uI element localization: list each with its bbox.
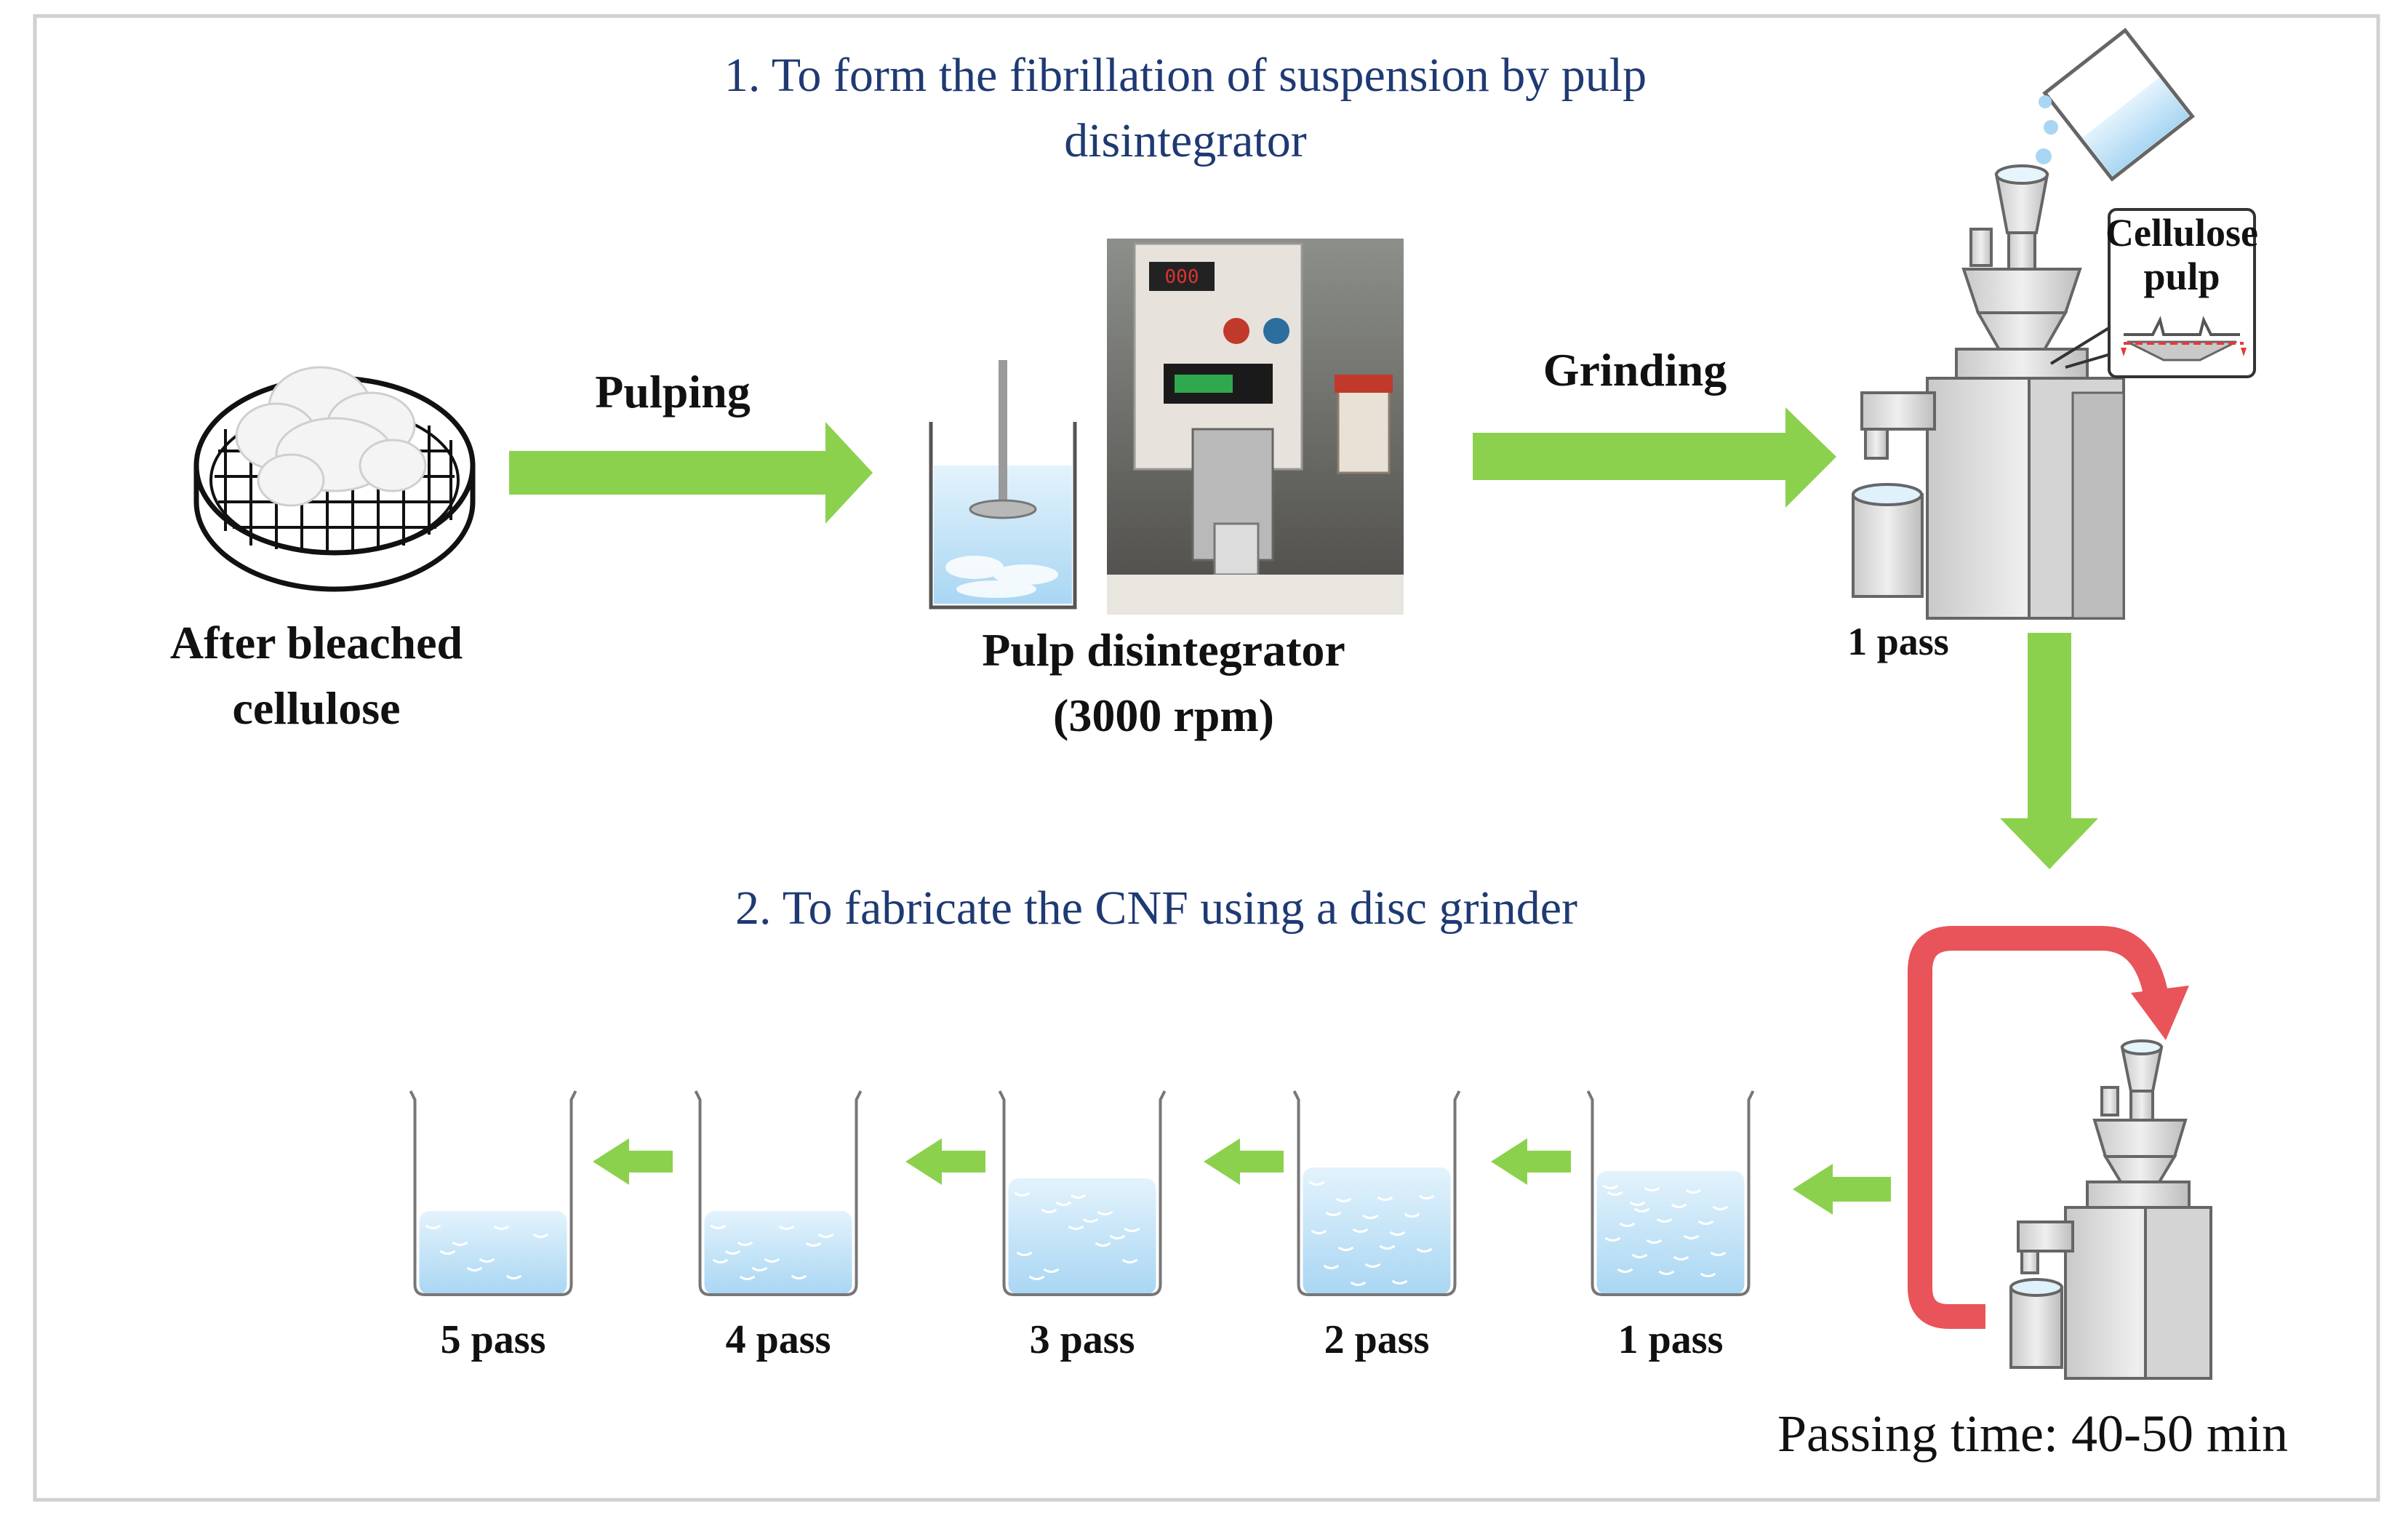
- disintegrator-label-line1: Pulp disintegrator: [982, 624, 1345, 676]
- pass-arrow-2: [905, 1138, 985, 1185]
- passing-time-label: Passing time: 40-50 min: [1777, 1405, 2288, 1463]
- disintegrator-label-line2: (3000 rpm): [1053, 690, 1274, 741]
- pass-label-3: 3 pass: [1030, 1317, 1135, 1362]
- beaker-2: [694, 1090, 863, 1296]
- after-bleached-label-line2: cellulose: [232, 682, 400, 734]
- output-arrow-icon: [1793, 1164, 1891, 1215]
- pass-arrows: [593, 1138, 1571, 1185]
- pouring-beaker-icon: [2036, 28, 2195, 182]
- pass-label-4: 2 pass: [1324, 1317, 1430, 1362]
- section1-title-line1: 1. To form the fibrillation of suspensio…: [724, 49, 1647, 102]
- cellulose-pulp-inset: [2108, 208, 2256, 378]
- disc-grinder-icon: [1852, 164, 2153, 620]
- pass-arrow-1: [593, 1138, 673, 1185]
- stirred-beaker-icon: [929, 360, 1077, 610]
- beaker-5: [1586, 1090, 1755, 1296]
- beaker-1: [409, 1090, 577, 1296]
- pass-beakers: 5 pass 4 pass 3 pass 2 pass 1 pass: [409, 1090, 1755, 1362]
- inset-label-line1: Cellulose: [2105, 211, 2258, 255]
- after-bleached-label-line1: After bleached: [170, 617, 463, 668]
- petri-dish-icon: [193, 366, 476, 592]
- beaker-3: [998, 1090, 1167, 1296]
- section1-title-line2: disintegrator: [1064, 114, 1307, 167]
- disc-grinder-small-icon: [2009, 1039, 2212, 1380]
- grinding-label: Grinding: [1543, 344, 1727, 396]
- recirculation-loop-icon: [1908, 926, 2189, 1329]
- pulping-label: Pulping: [595, 366, 750, 418]
- pass-label-5: 1 pass: [1618, 1317, 1724, 1362]
- pass-arrow-4: [1491, 1138, 1571, 1185]
- pulp-disintegrator-photo: 000: [1107, 239, 1404, 615]
- pulping-arrow-icon: [509, 422, 873, 524]
- first-pass-label: 1 pass: [1847, 620, 1949, 663]
- beaker-4: [1292, 1090, 1461, 1296]
- pass-label-1: 5 pass: [441, 1317, 546, 1362]
- section2-title: 2. To fabricate the CNF using a disc gri…: [735, 882, 1577, 935]
- pass-label-2: 4 pass: [726, 1317, 831, 1362]
- grinding-arrow-icon: [1473, 407, 1836, 508]
- down-arrow-icon: [2000, 633, 2098, 869]
- outer-frame: [33, 14, 2380, 1502]
- inset-label-line2: pulp: [2143, 255, 2220, 298]
- pass-arrow-3: [1204, 1138, 1284, 1185]
- svg-text:000: 000: [1165, 266, 1199, 288]
